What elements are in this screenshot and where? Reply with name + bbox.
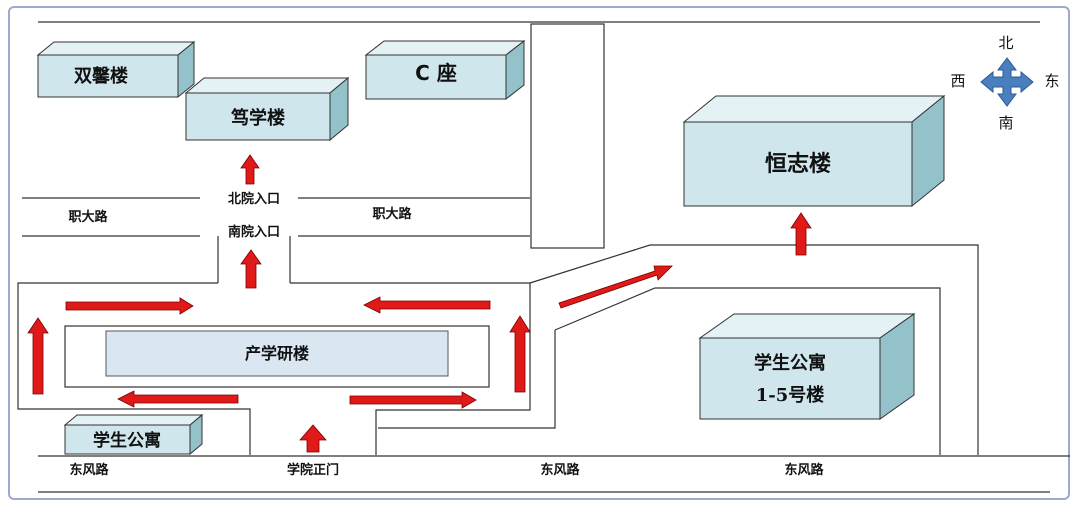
- building-chanxueyan: 产学研楼: [105, 330, 449, 377]
- building-c-zuo: C 座: [364, 39, 526, 101]
- arrow-right-top: [65, 297, 194, 315]
- arrow-up-hengzhi: [790, 212, 812, 256]
- arrow-left-top: [363, 296, 491, 314]
- compass-arrow-icon: [980, 57, 1034, 107]
- arrow-up-right: [509, 315, 531, 393]
- building-apartment-1-5-label-line2: 1-5号楼: [756, 384, 825, 406]
- building-hengzhi: 恒志楼: [682, 94, 946, 208]
- entrance-north-label: 北院入口: [228, 191, 280, 207]
- building-shuangxin-label: 双馨楼: [74, 65, 128, 87]
- arrow-up-main-gate: [299, 424, 327, 453]
- compass: 北 南 西 东: [950, 34, 1059, 132]
- road-label-dongfeng-right: 东风路: [784, 462, 824, 478]
- building-c-zuo-label: C 座: [415, 61, 457, 85]
- arrow-diagonal: [558, 265, 673, 309]
- road-lines: [17, 21, 1070, 493]
- route-arrows: [27, 154, 812, 453]
- compass-west-label: 西: [950, 72, 965, 90]
- compass-north-label: 北: [998, 34, 1013, 52]
- building-apartment-1-5-label-line1: 学生公寓: [754, 352, 826, 374]
- arrow-right-bottom: [349, 391, 477, 409]
- building-chanxueyan-label: 产学研楼: [245, 344, 309, 363]
- entrance-main-gate-label: 学院正门: [287, 462, 339, 478]
- building-apartment-1-5: 学生公寓 1-5号楼: [698, 313, 916, 420]
- entrance-south-label: 南院入口: [228, 224, 280, 240]
- map-frame: [8, 6, 1070, 500]
- road-label-dongfeng-mid: 东风路: [540, 462, 580, 478]
- compass-east-label: 东: [1044, 72, 1059, 90]
- arrow-up-duxue: [240, 154, 260, 185]
- road-label-zhida-left: 职大路: [68, 209, 108, 225]
- building-shuangxin: 双馨楼: [36, 40, 196, 99]
- building-duxue-label: 笃学楼: [230, 107, 285, 129]
- road-label-zhida-right: 职大路: [372, 206, 412, 222]
- building-hengzhi-label: 恒志楼: [765, 151, 831, 177]
- building-apartment-small-label: 学生公寓: [93, 430, 161, 451]
- compass-south-label: 南: [998, 114, 1013, 132]
- arrow-up-south-entrance: [240, 249, 262, 289]
- arrow-up-left: [27, 317, 49, 395]
- road-label-dongfeng-left: 东风路: [69, 462, 109, 478]
- arrow-left-bottom: [117, 390, 239, 408]
- building-apartment-small: 学生公寓: [63, 413, 204, 456]
- building-duxue: 笃学楼: [184, 76, 350, 142]
